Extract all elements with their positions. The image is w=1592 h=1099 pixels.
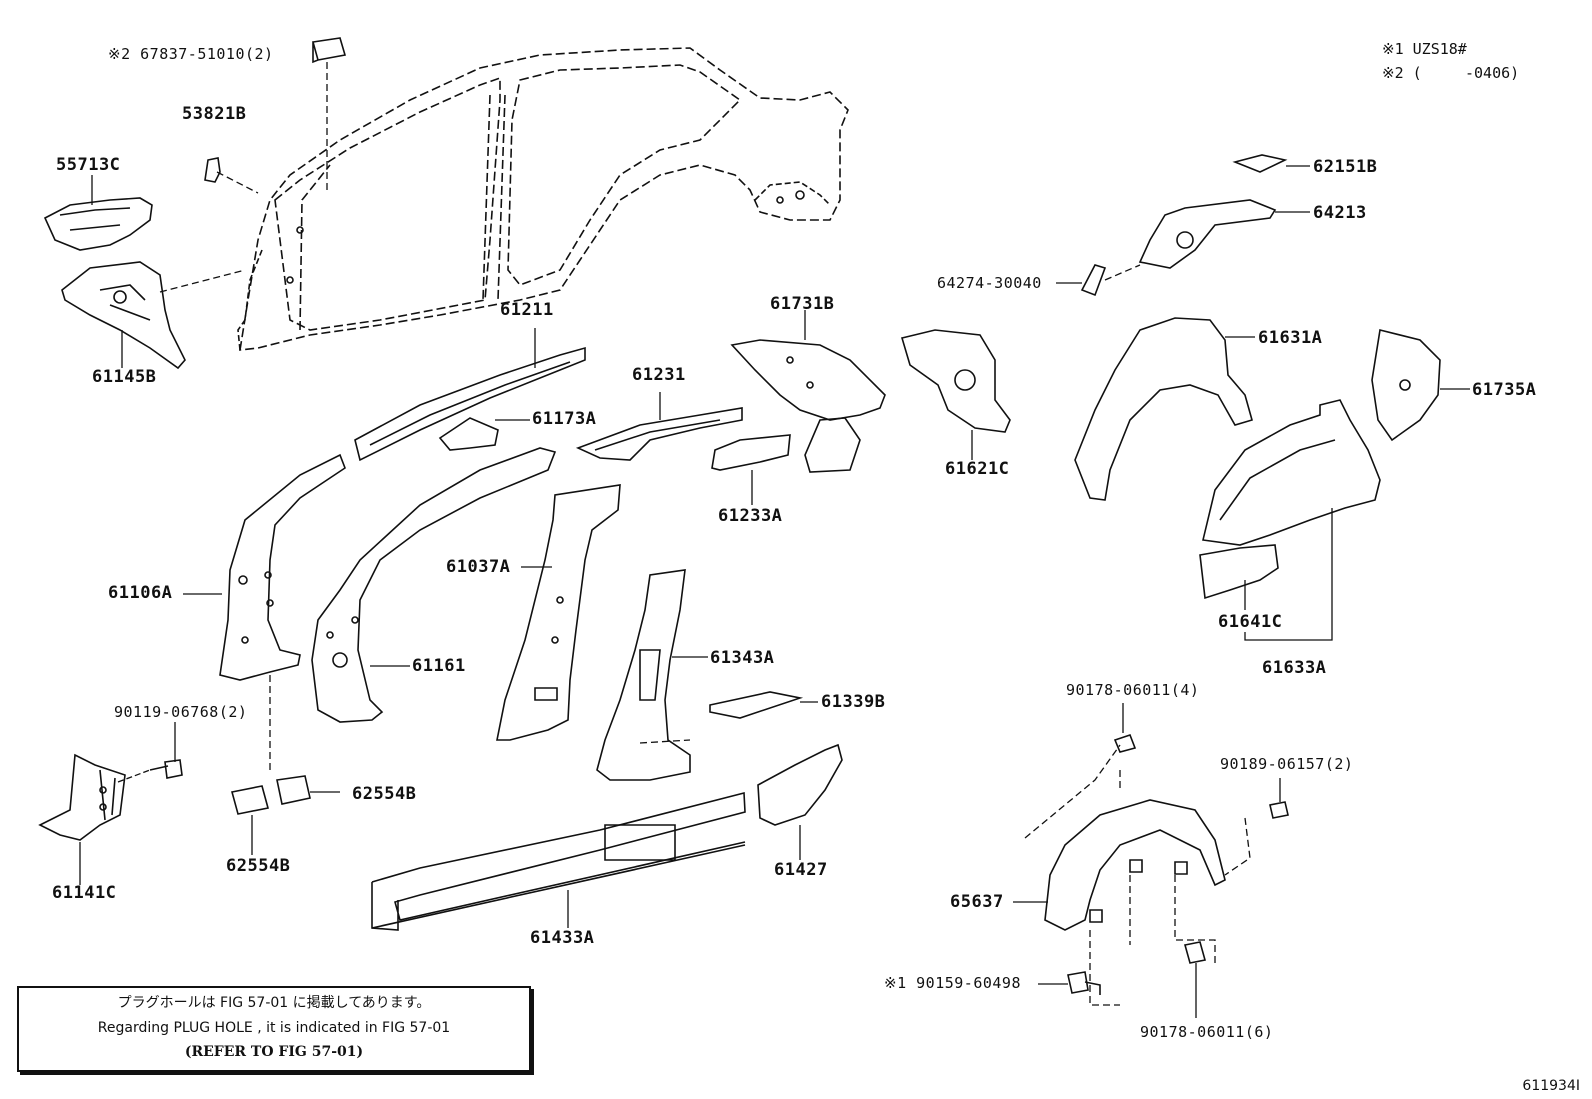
label-61633a: 61633A bbox=[1262, 658, 1327, 678]
grommet-67837 bbox=[313, 38, 345, 62]
label-61141c: 61141C bbox=[52, 883, 117, 903]
panel-61621c bbox=[902, 330, 1010, 432]
rail-61211 bbox=[355, 348, 585, 460]
label-61631a: 61631A bbox=[1258, 328, 1323, 348]
label-65637: 65637 bbox=[950, 892, 1004, 912]
rocker-61433a bbox=[372, 793, 745, 930]
wheelhouse-61633a bbox=[1203, 400, 1380, 545]
label-62151b: 62151B bbox=[1313, 157, 1378, 177]
bracket-53821b bbox=[205, 158, 220, 182]
body-side-outer-panel bbox=[238, 48, 848, 350]
label-90178-06011-6: 90178-06011(6) bbox=[1140, 1023, 1274, 1041]
label-61343a: 61343A bbox=[710, 648, 775, 668]
pillar-61106a bbox=[220, 455, 345, 680]
panel-61145b bbox=[62, 262, 185, 368]
label-61735a: 61735A bbox=[1472, 380, 1537, 400]
pad-61339b bbox=[710, 692, 800, 718]
notice-japanese: プラグホールは FIG 57-01 に掲載してあります。 bbox=[117, 995, 431, 1011]
panel-61641c bbox=[1200, 545, 1278, 598]
label-64213: 64213 bbox=[1313, 203, 1367, 223]
label-61211: 61211 bbox=[500, 300, 554, 320]
rail-61231 bbox=[578, 408, 742, 460]
clip-90178-b bbox=[1185, 942, 1205, 963]
bolt-90159 bbox=[1068, 972, 1100, 995]
liner-65637 bbox=[1045, 800, 1225, 930]
plug-62554b-a bbox=[232, 786, 268, 814]
label-61173a: 61173A bbox=[532, 409, 597, 429]
notice-refer-link[interactable]: (REFER TO FIG 57-01) bbox=[184, 1044, 364, 1060]
label-90189-06157: 90189-06157(2) bbox=[1220, 755, 1354, 773]
note-variant-2-suffix: -0406) bbox=[1465, 64, 1520, 82]
pillar-61037a bbox=[497, 485, 620, 740]
note-variant-2-prefix: ※2 ( bbox=[1382, 64, 1422, 82]
label-62554b-bottom: 62554B bbox=[226, 856, 291, 876]
pillar-61343a bbox=[597, 570, 690, 780]
clip-90189 bbox=[1270, 802, 1288, 818]
pad-62151b bbox=[1235, 155, 1285, 172]
label-61641c: 61641C bbox=[1218, 612, 1283, 632]
leader-lines-top bbox=[160, 62, 327, 292]
bracket-61141c bbox=[40, 755, 125, 840]
label-61339b: 61339B bbox=[821, 692, 886, 712]
clip-90178-a bbox=[1115, 735, 1135, 752]
label-61621c: 61621C bbox=[945, 459, 1010, 479]
bracket-61233a bbox=[712, 435, 790, 470]
leader-lines-liner bbox=[1025, 745, 1250, 1005]
label-90178-06011-4: 90178-06011(4) bbox=[1066, 681, 1200, 699]
panel-61731b bbox=[732, 340, 885, 472]
panel-61631a bbox=[1075, 318, 1252, 500]
label-55713c: 55713C bbox=[56, 155, 121, 175]
bracket-61173a bbox=[440, 418, 498, 450]
pillar-61161 bbox=[312, 448, 555, 722]
label-62554b-right: 62554B bbox=[352, 784, 417, 804]
label-61433a: 61433A bbox=[530, 928, 595, 948]
label-61161: 61161 bbox=[412, 656, 466, 676]
label-64274-30040: 64274-30040 bbox=[937, 274, 1042, 292]
label-61106a: 61106A bbox=[108, 583, 173, 603]
panel-55713c bbox=[45, 198, 152, 250]
label-61233a: 61233A bbox=[718, 506, 783, 526]
label-61731b: 61731B bbox=[770, 294, 835, 314]
label-61231: 61231 bbox=[632, 365, 686, 385]
notice-english: Regarding PLUG HOLE , it is indicated in… bbox=[97, 1020, 451, 1036]
bolt-90119 bbox=[150, 760, 182, 778]
label-67837-51010: ※2 67837-51010(2) bbox=[108, 45, 274, 63]
tape-64274 bbox=[1082, 265, 1105, 295]
panel-61735a bbox=[1372, 330, 1440, 440]
label-61427: 61427 bbox=[774, 860, 828, 880]
note-variant-1: ※1 UZS18# bbox=[1382, 40, 1467, 58]
label-90119-06768: 90119-06768(2) bbox=[114, 703, 248, 721]
label-90159-60498: ※1 90159-60498 bbox=[884, 974, 1021, 992]
figure-code: 611934I bbox=[1522, 1078, 1580, 1094]
bracket-64213 bbox=[1140, 200, 1275, 268]
label-53821b: 53821B bbox=[182, 104, 247, 124]
plug-62554b-b bbox=[277, 776, 310, 804]
extension-61427 bbox=[758, 745, 842, 825]
label-61037a: 61037A bbox=[446, 557, 511, 577]
label-61145b: 61145B bbox=[92, 367, 157, 387]
plug-hole-notice: プラグホールは FIG 57-01 に掲載してあります。 Regarding P… bbox=[17, 986, 531, 1072]
